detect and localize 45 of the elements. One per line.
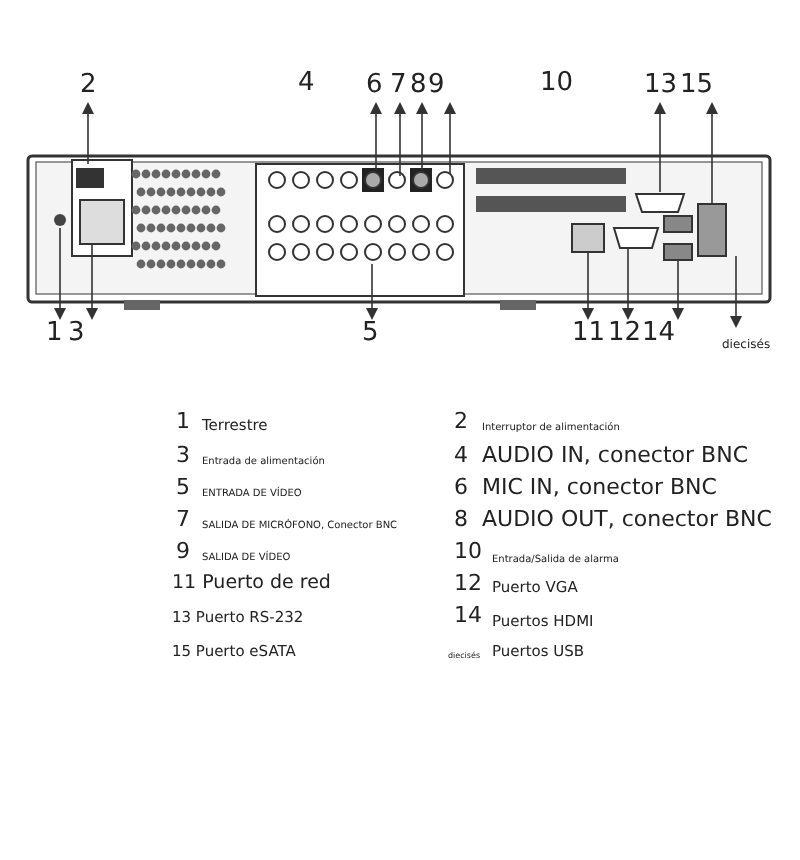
callout-number: 10 — [540, 72, 574, 96]
callout-number: 14 — [642, 320, 676, 348]
leader-line — [444, 102, 456, 175]
leader-line — [672, 259, 684, 320]
leader-line — [730, 255, 742, 328]
callout-number: 10 — [454, 540, 482, 564]
callout-number: 7 — [390, 72, 407, 100]
callout-number: 15 — [680, 72, 714, 100]
leader-line — [82, 102, 94, 165]
callout-number: 9 — [176, 540, 190, 564]
leader-line — [394, 102, 406, 177]
callout-number: 4 — [454, 444, 468, 468]
callout-number: 2 — [80, 72, 97, 100]
legend-text: 11 Puerto de red — [172, 572, 331, 596]
callout-number: 1 — [46, 320, 63, 348]
callout-number: 9 — [428, 72, 445, 100]
callout-number: 5 — [176, 476, 190, 500]
leader-line — [416, 102, 428, 171]
callout-number: 5 — [362, 320, 379, 348]
callout-number: 3 — [176, 444, 190, 468]
leader-line — [654, 102, 666, 193]
leader-line — [366, 263, 378, 320]
callout-number: 4 — [298, 72, 315, 96]
callout-number: 7 — [176, 508, 190, 532]
callout-number: 14 — [454, 604, 482, 628]
callout-number: 13 — [644, 72, 678, 100]
callout-number: 12 — [454, 572, 482, 596]
callout-number: 1 — [176, 410, 190, 434]
leader-line — [54, 227, 66, 320]
leader-line — [582, 251, 594, 320]
legend-text: AUDIO IN, conector BNC — [482, 444, 748, 468]
callout-number: 11 — [572, 320, 606, 348]
leader-line — [86, 243, 98, 320]
callout-number: 6 — [454, 476, 468, 500]
legend-text: AUDIO OUT, conector BNC — [482, 508, 772, 532]
leader-line — [370, 102, 382, 171]
callout-number: 6 — [366, 72, 383, 100]
callout-number: 8 — [410, 72, 427, 100]
callout-number: 3 — [68, 320, 85, 348]
leader-line — [622, 247, 634, 320]
callout-number: 2 — [454, 410, 468, 434]
callout-number: 12 — [608, 320, 642, 348]
leader-line — [706, 102, 718, 205]
legend-text: MIC IN, conector BNC — [482, 476, 717, 500]
callout-number: 8 — [454, 508, 468, 532]
